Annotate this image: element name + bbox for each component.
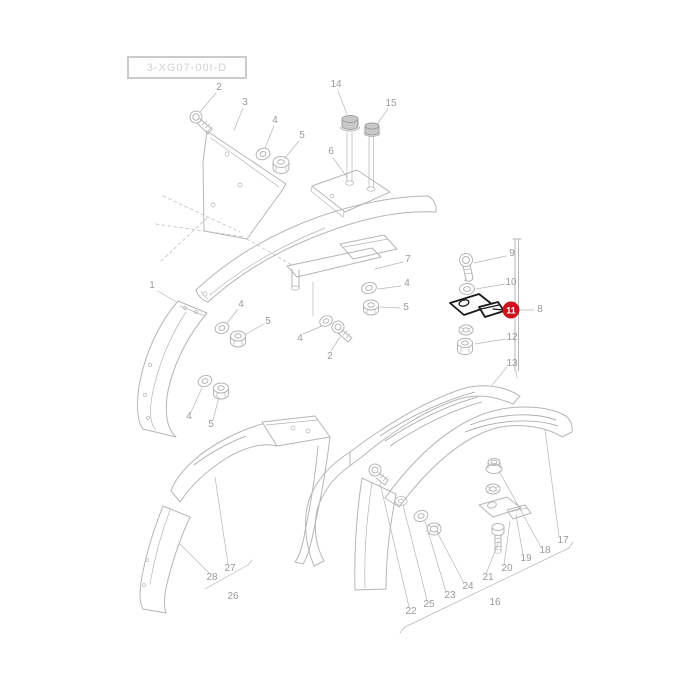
callout-6: 6 <box>328 146 334 157</box>
part-fender-6 <box>195 169 437 303</box>
callout-17: 17 <box>557 535 569 546</box>
callout-4: 4 <box>186 411 192 422</box>
callout-18: 18 <box>539 545 551 556</box>
callout-15: 15 <box>385 98 397 109</box>
part-nut-12b <box>457 337 473 356</box>
part-nut-5c <box>230 330 246 348</box>
callout-28: 28 <box>206 572 218 583</box>
part-washer-4c <box>319 315 333 327</box>
callout-12: 12 <box>506 332 518 343</box>
part-cap-14 <box>340 115 360 186</box>
part-washer-12a <box>458 324 474 336</box>
part-clamp-11-highlighted[interactable] <box>449 293 505 318</box>
callout-5: 5 <box>403 302 409 313</box>
part-nut-5a <box>272 156 290 174</box>
callout-3: 3 <box>242 97 248 108</box>
part-fender-16 <box>384 406 573 508</box>
callout-4: 4 <box>297 333 303 344</box>
callout-5: 5 <box>265 316 271 327</box>
part-bolt-21 <box>491 523 505 554</box>
callout-26: 26 <box>227 591 239 602</box>
callout-22: 22 <box>405 606 417 617</box>
part-washer-4e <box>197 374 213 388</box>
callout-9: 9 <box>509 248 515 259</box>
callout-4: 4 <box>238 299 244 310</box>
callout-16: 16 <box>489 597 501 608</box>
callout-5: 5 <box>208 419 214 430</box>
part-washer-4d <box>214 321 230 335</box>
part-cap-15 <box>363 122 381 192</box>
part-washer-10 <box>459 283 475 295</box>
callout-27: 27 <box>224 563 236 574</box>
part-extension-28 <box>139 505 191 614</box>
callout-2: 2 <box>327 351 333 362</box>
part-nut-5b <box>363 299 379 316</box>
part-bolt-2 <box>189 110 213 135</box>
part-washer-23 <box>413 509 429 523</box>
part-washer-20 <box>485 483 501 495</box>
part-fender-27 <box>170 415 331 565</box>
callout-7: 7 <box>405 254 411 265</box>
highlighted-part-badge[interactable]: 11 <box>502 301 520 319</box>
part-nut-18 <box>485 458 503 474</box>
drawing-code-text: 3-XG07-00I-D <box>146 61 228 74</box>
callout-14: 14 <box>330 79 342 90</box>
callout-19: 19 <box>520 553 532 564</box>
callout-5: 5 <box>299 130 305 141</box>
part-washer-4a <box>255 147 271 161</box>
callout-21: 21 <box>482 572 494 583</box>
part-locknut-24 <box>426 522 442 536</box>
callout-13: 13 <box>506 358 518 369</box>
part-extension-1 <box>137 300 208 438</box>
part-clamp-19 <box>478 496 532 520</box>
callout-20: 20 <box>501 563 513 574</box>
callout-4: 4 <box>404 278 410 289</box>
leader-lines <box>157 90 574 634</box>
part-bolt-22 <box>368 463 389 486</box>
part-washer-4b <box>361 281 377 295</box>
part-bracket-7 <box>286 234 398 317</box>
callout-25: 25 <box>423 599 435 610</box>
callout-8: 8 <box>537 304 543 315</box>
part-fender-13 <box>305 385 521 591</box>
callout-4: 4 <box>272 115 278 126</box>
callout-1: 1 <box>149 280 155 291</box>
callout-23: 23 <box>444 590 456 601</box>
drawing-code-box: 3-XG07-00I-D <box>127 56 247 79</box>
part-nut-5d <box>213 382 229 400</box>
callout-2: 2 <box>216 82 222 93</box>
part-plate-3 <box>155 130 293 266</box>
callout-10: 10 <box>505 277 517 288</box>
callout-24: 24 <box>462 581 474 592</box>
part-bolt-2b <box>331 320 353 343</box>
part-bolt-9 <box>459 253 474 282</box>
